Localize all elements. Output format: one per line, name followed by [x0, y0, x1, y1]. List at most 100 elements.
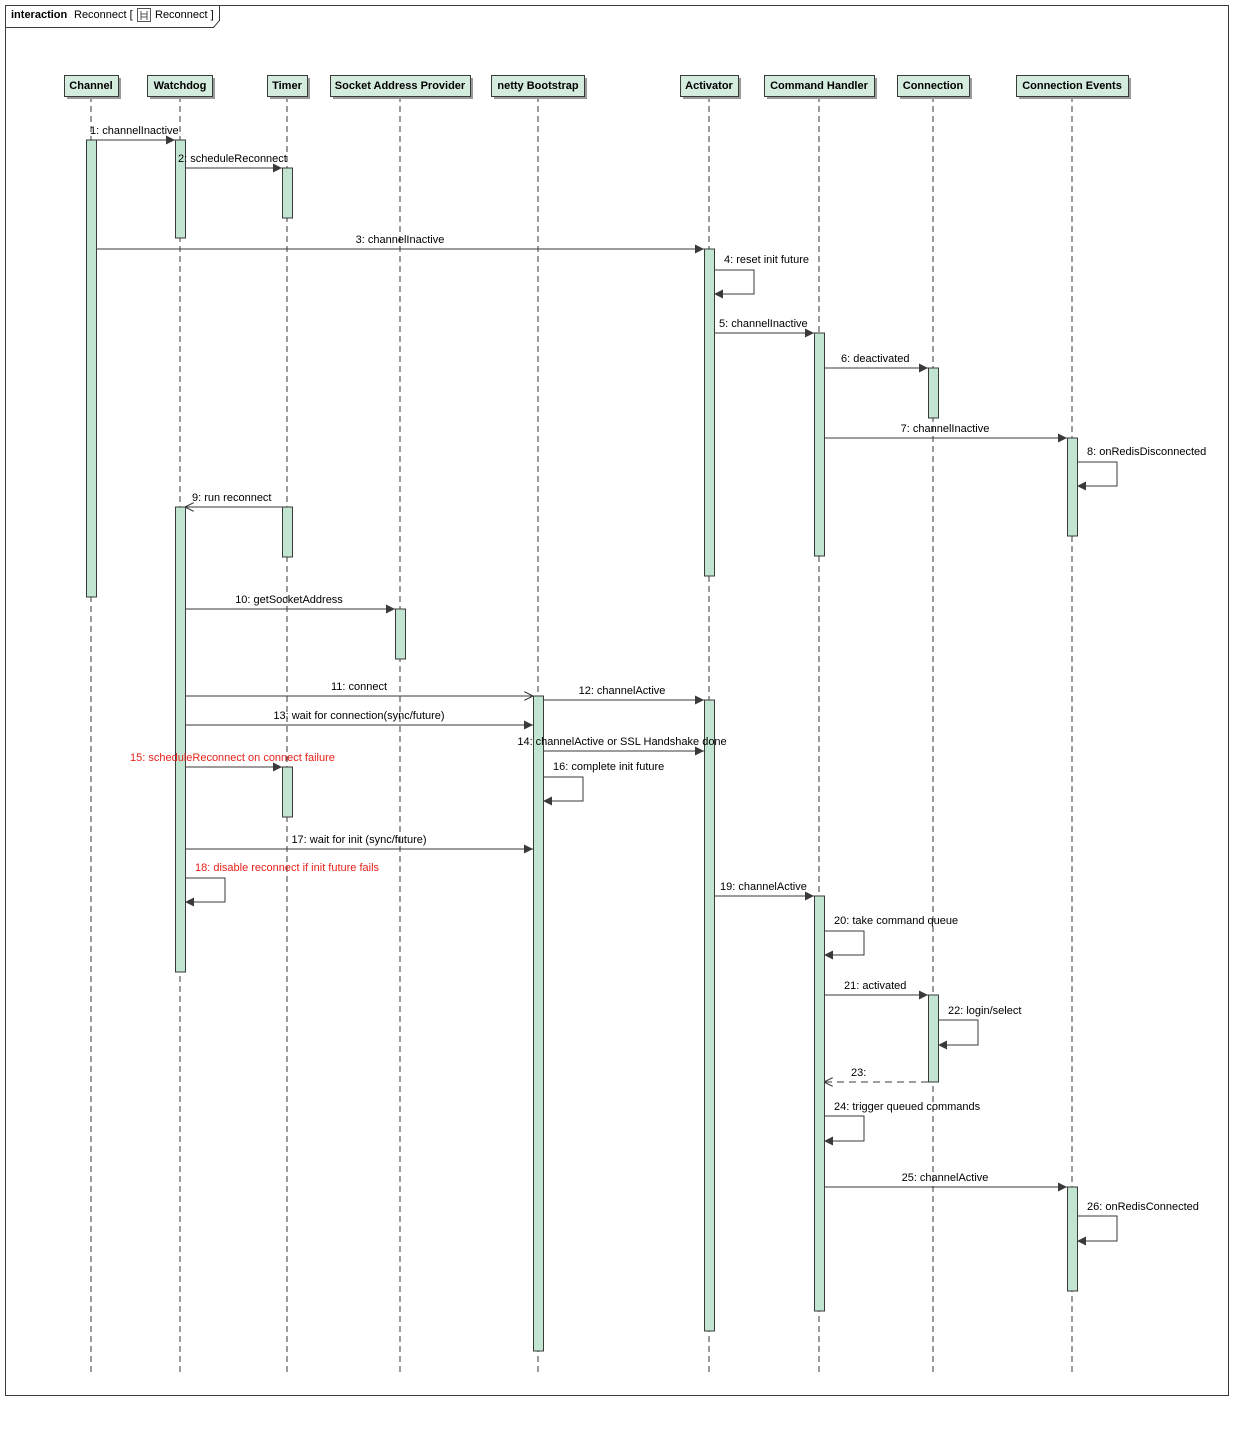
lifeline-name: Command Handler: [770, 80, 869, 92]
lifelines: Channel Watchdog Timer Socket Address Provi…: [64, 75, 1131, 1372]
sequence-diagram-icon: [137, 8, 151, 22]
message-label: 5: channelInactive: [719, 318, 808, 330]
message-label: 15: scheduleReconnect on connect failure: [130, 752, 335, 764]
frame-ref-label: Reconnect ]: [155, 9, 214, 21]
message-label: 16: complete init future: [553, 761, 664, 773]
message-label: 23:: [851, 1067, 866, 1079]
lifeline-watchdog: Watchdog: [147, 75, 215, 1372]
message-5: 5: channelInactive: [714, 318, 814, 338]
lifeline-head: [1016, 75, 1129, 97]
self-message-arrow: [1077, 1215, 1118, 1246]
interaction-frame: interaction Reconnect [ Reconnect ]: [5, 5, 1229, 1396]
message-23: 23:: [824, 1067, 928, 1082]
self-message-arrow: [1077, 461, 1118, 491]
message-label: 26: onRedisConnected: [1087, 1201, 1199, 1213]
message-4: 4: reset init future: [714, 254, 809, 299]
lifeline-timer: Timer: [267, 75, 310, 1372]
lifeline-name: Channel: [69, 80, 112, 92]
message-label: 2: scheduleReconnect: [178, 153, 287, 165]
message-label: 6: deactivated: [841, 353, 910, 365]
lifeline-connection: Connection: [897, 75, 972, 1372]
message-label: 1: channelInactive: [90, 125, 179, 137]
message-18: 18: disable reconnect if init future fai…: [185, 862, 380, 907]
message-label: 10: getSocketAddress: [235, 594, 343, 606]
activation-bar-connection: [928, 994, 939, 1083]
message-20: 20: take command queue: [824, 915, 958, 960]
message-label: 17: wait for init (sync/future): [291, 834, 426, 846]
message-label: 19: channelActive: [720, 881, 807, 893]
message-11: 11: connect: [185, 681, 533, 696]
activation-bar-handler: [814, 895, 825, 1312]
lifeline-name: Connection Events: [1022, 80, 1122, 92]
lifeline-head: [330, 75, 471, 97]
lifeline-name: Watchdog: [154, 80, 207, 92]
message-label: 12: channelActive: [579, 685, 666, 697]
message-label: 4: reset init future: [724, 254, 809, 266]
lifeline-name: Connection: [903, 80, 964, 92]
message-21: 21: activated: [824, 980, 928, 1000]
message-label: 3: channelInactive: [356, 234, 445, 246]
message-26: 26: onRedisConnected: [1077, 1201, 1199, 1246]
self-message-arrow: [824, 930, 865, 960]
lifeline-name: Activator: [685, 80, 733, 92]
message-19: 19: channelActive: [714, 881, 814, 901]
activation-bar-netty: [533, 695, 544, 1352]
lifeline-name: Socket Address Provider: [335, 80, 466, 92]
message-label: 9: run reconnect: [192, 492, 272, 504]
activation-bar-events: [1067, 1186, 1078, 1292]
frame-keyword: interaction: [11, 9, 68, 21]
self-message-arrow: [714, 269, 755, 299]
message-label: 7: channelInactive: [901, 423, 990, 435]
message-6: 6: deactivated: [824, 353, 928, 373]
activation-bar-timer: [282, 167, 293, 219]
activation-bar-timer: [282, 506, 293, 558]
self-message-arrow: [938, 1019, 979, 1050]
lifeline-head: [491, 75, 585, 97]
message-3: 3: channelInactive: [96, 234, 704, 254]
message-label: 24: trigger queued commands: [834, 1101, 981, 1113]
lifeline-name: Timer: [272, 80, 302, 92]
activation-bar-sap: [395, 608, 406, 660]
message-24: 24: trigger queued commands: [824, 1101, 981, 1146]
messages: 1: channelInactive 2: scheduleReconnect 3:…: [90, 125, 1206, 1246]
message-label: 8: onRedisDisconnected: [1087, 446, 1206, 458]
activation-bar-activator: [704, 248, 715, 577]
lifeline-head: [267, 75, 308, 97]
activation-bars: [86, 139, 1078, 1352]
message-10: 10: getSocketAddress: [185, 594, 395, 614]
message-16: 16: complete init future: [543, 761, 664, 806]
message-9: 9: run reconnect: [185, 492, 282, 507]
message-17: 17: wait for init (sync/future): [185, 834, 533, 854]
activation-bar-connection: [928, 367, 939, 419]
lifeline-name: netty Bootstrap: [497, 80, 579, 92]
message-label: 21: activated: [844, 980, 906, 992]
activation-bar-events: [1067, 437, 1078, 537]
message-2: 2: scheduleReconnect: [178, 153, 287, 173]
message-7: 7: channelInactive: [824, 423, 1067, 443]
message-label: 13: wait for connection(sync/future): [273, 710, 444, 722]
message-12: 12: channelActive: [543, 685, 704, 705]
self-message-arrow: [185, 877, 226, 907]
lifeline-events: Connection Events: [1016, 75, 1131, 1372]
activation-bar-channel: [86, 139, 97, 598]
message-25: 25: channelActive: [824, 1172, 1067, 1192]
lifeline-head: [897, 75, 970, 97]
lifeline-head: [680, 75, 739, 97]
lifeline-head: [147, 75, 213, 97]
message-label: 18: disable reconnect if init future fai…: [195, 862, 380, 874]
activation-bar-activator: [704, 699, 715, 1332]
activation-bar-watchdog: [175, 139, 186, 239]
message-label: 20: take command queue: [834, 915, 958, 927]
self-message-arrow: [824, 1115, 865, 1146]
lifeline-head: [64, 75, 119, 97]
message-label: 22: login/select: [948, 1005, 1021, 1017]
self-message-arrow: [543, 776, 584, 806]
message-label: 11: connect: [331, 681, 387, 693]
activation-bar-timer: [282, 766, 293, 818]
message-14: 14: channelActive or SSL Handshake done: [517, 736, 727, 756]
message-13: 13: wait for connection(sync/future): [185, 710, 533, 730]
message-22: 22: login/select: [938, 1005, 1021, 1050]
frame-name: Reconnect [: [74, 9, 133, 21]
message-1: 1: channelInactive: [90, 125, 179, 145]
